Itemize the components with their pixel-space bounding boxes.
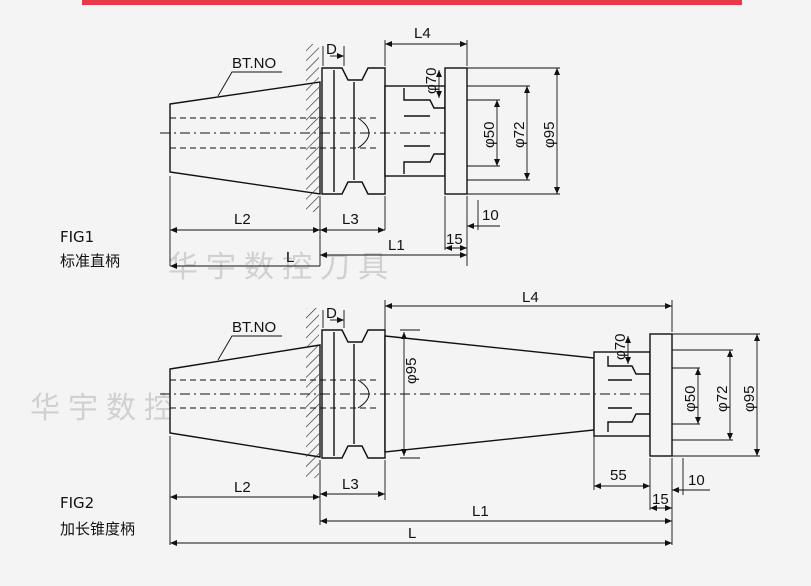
fig1-L-label: L <box>286 249 294 266</box>
fig2-labels: BT.NO D L4 φ70 φ95 φ50 φ72 φ95 L2 L3 55 … <box>60 289 758 542</box>
fig2-phi95-body-label: φ95 <box>403 358 420 384</box>
top-red-bar <box>82 0 742 5</box>
fig2-L1-label: L1 <box>472 503 489 520</box>
fig2-L-label: L <box>408 525 416 542</box>
fig1-caption: 标准直柄 <box>60 252 120 270</box>
fig2-L4-label: L4 <box>522 289 539 306</box>
fig2-phi70-label: φ70 <box>612 334 629 360</box>
fig1-drawing <box>160 40 560 266</box>
fig2-label: FIG2 <box>60 494 94 512</box>
fig2-bt-label: BT.NO <box>232 319 276 336</box>
fig1-label: FIG1 <box>60 228 94 246</box>
fig2-L2-label: L2 <box>234 479 251 496</box>
fig2-d-label: D <box>326 305 337 322</box>
fig2-phi95-label: φ95 <box>741 386 758 412</box>
fig1-phi95-label: φ95 <box>541 122 558 148</box>
fig1-bt-label: BT.NO <box>232 55 276 72</box>
fig1-phi70-label: φ70 <box>423 68 440 94</box>
fig2-drawing <box>160 300 760 545</box>
fig2-phi72-label: φ72 <box>714 386 731 412</box>
fig2-phi50-label: φ50 <box>682 386 699 412</box>
fig1-L1-label: L1 <box>388 237 405 254</box>
fig2-10-label: 10 <box>688 472 705 489</box>
fig2-dimension-lines <box>170 303 760 546</box>
fig1-10-label: 10 <box>482 207 499 224</box>
fig1-L4-label: L4 <box>414 25 431 42</box>
fig1-L3-label: L3 <box>342 211 359 228</box>
fig1-15-label: 15 <box>446 231 463 248</box>
fig1-phi72-label: φ72 <box>511 122 528 148</box>
fig1-phi50-label: φ50 <box>481 122 498 148</box>
fig2-15-label: 15 <box>652 491 669 508</box>
fig2-55-label: 55 <box>610 467 627 484</box>
fig1-labels: BT.NO D L4 φ70 φ50 φ72 φ95 L2 L3 L1 L 15… <box>60 25 558 270</box>
fig1-dimension-lines <box>170 41 560 269</box>
fig2-caption: 加长锥度柄 <box>60 520 135 538</box>
fig1-d-label: D <box>326 41 337 58</box>
fig2-L3-label: L3 <box>342 476 359 493</box>
fig1-L2-label: L2 <box>234 211 251 228</box>
